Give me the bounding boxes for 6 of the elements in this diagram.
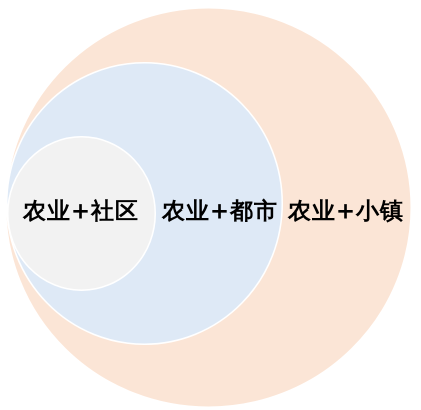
- outer-circle: [5, 7, 412, 408]
- circle-label: 农业+小镇: [288, 199, 404, 225]
- middle-circle: [6, 62, 283, 345]
- inner-circle: [7, 136, 156, 291]
- circle-label: 农业+社区: [22, 199, 140, 225]
- circle-label: 农业+都市: [162, 199, 278, 225]
